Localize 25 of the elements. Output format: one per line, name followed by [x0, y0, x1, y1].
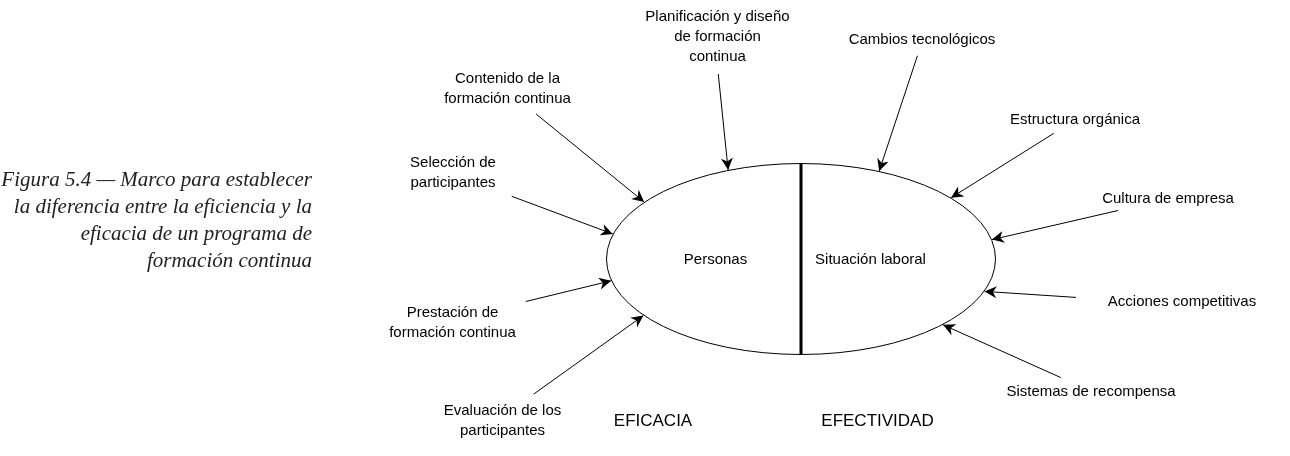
column-heading: EFICACIA — [612, 410, 694, 432]
node-label: Personas — [683, 248, 748, 269]
factor-label: Cultura de empresa — [1102, 188, 1234, 208]
arrow — [525, 277, 612, 302]
column-heading: EFECTIVIDAD — [820, 410, 935, 432]
factor-label: Planificación y diseño de formación continua — [645, 6, 790, 66]
arrow — [877, 55, 918, 172]
arrow — [533, 315, 644, 395]
arrow — [717, 73, 733, 171]
factor-label: Estructura orgánica — [1009, 109, 1141, 129]
factor-label: Acciones competitivas — [1107, 291, 1257, 311]
arrow — [511, 195, 614, 236]
factor-label: Evaluación de los participantes — [442, 400, 563, 440]
factor-label: Sistemas de recompensa — [1006, 381, 1176, 401]
arrow — [535, 113, 645, 203]
arrow — [942, 324, 1062, 379]
figure-caption: Figura 5.4 — Marco para establecer la diferencia entre la eficiencia y la eficacia de un programa de formación continua — [0, 166, 312, 274]
factor-label: Contenido de la formación continua — [443, 68, 572, 108]
arrow — [991, 209, 1119, 243]
arrow — [984, 286, 1077, 299]
node-label: Situación laboral — [815, 248, 926, 269]
arrow — [950, 132, 1055, 199]
factor-label: Cambios tecnológicos — [848, 29, 996, 49]
factor-label: Prestación de formación continua — [388, 302, 517, 342]
factor-label: Selección de participantes — [409, 152, 497, 192]
